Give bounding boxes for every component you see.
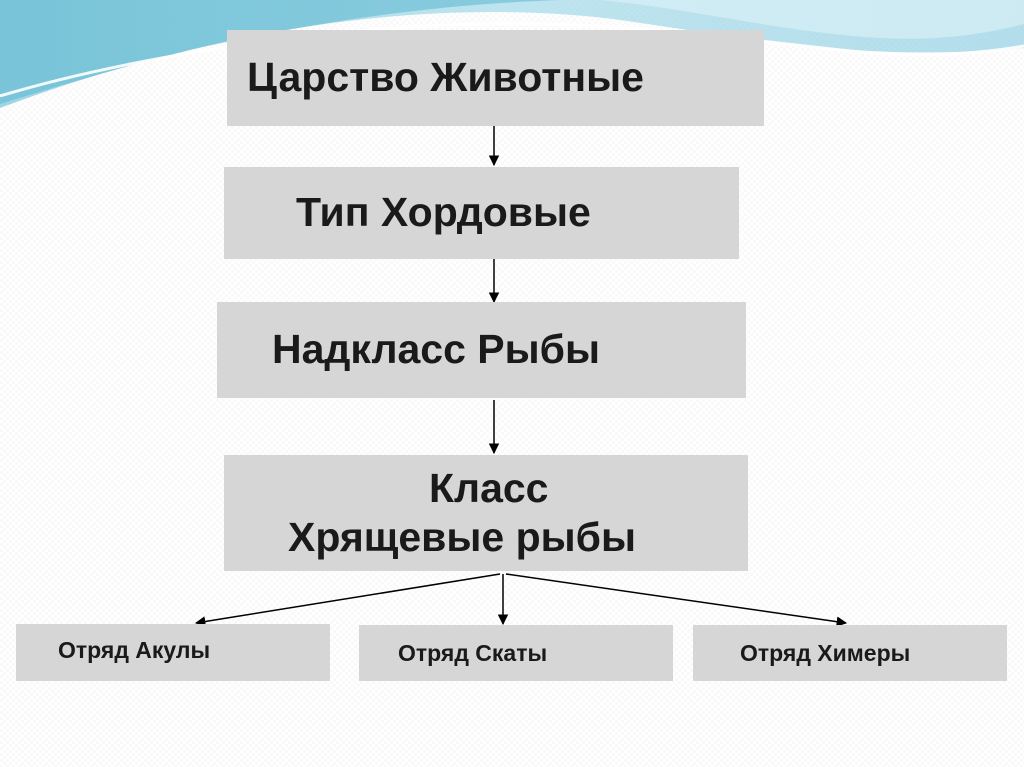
order-label-chimaeras: Отряд Химеры <box>740 639 911 666</box>
order-node-rays: Отряд Скаты <box>359 625 673 681</box>
decorative-wave-background <box>0 0 1024 108</box>
superclass-node: Надкласс Рыбы <box>217 302 746 398</box>
kingdom-label: Царство Животные <box>247 54 644 101</box>
class-label-line1: Класс <box>429 464 549 511</box>
class-node: Класс Хрящевые рыбы <box>224 455 748 571</box>
phylum-label: Тип Хордовые <box>296 189 591 236</box>
class-label-line2: Хрящевые рыбы <box>288 514 636 560</box>
order-node-chimaeras: Отряд Химеры <box>693 625 1007 681</box>
superclass-label: Надкласс Рыбы <box>272 326 600 373</box>
order-label-sharks: Отряд Акулы <box>58 637 211 663</box>
order-node-sharks: Отряд Акулы <box>16 624 330 681</box>
arrow-class-to-sharks <box>194 573 501 627</box>
kingdom-node: Царство Животные <box>227 30 764 126</box>
arrow-class-to-chimaeras <box>505 573 848 627</box>
phylum-node: Тип Хордовые <box>224 167 739 259</box>
order-label-rays: Отряд Скаты <box>398 639 548 666</box>
